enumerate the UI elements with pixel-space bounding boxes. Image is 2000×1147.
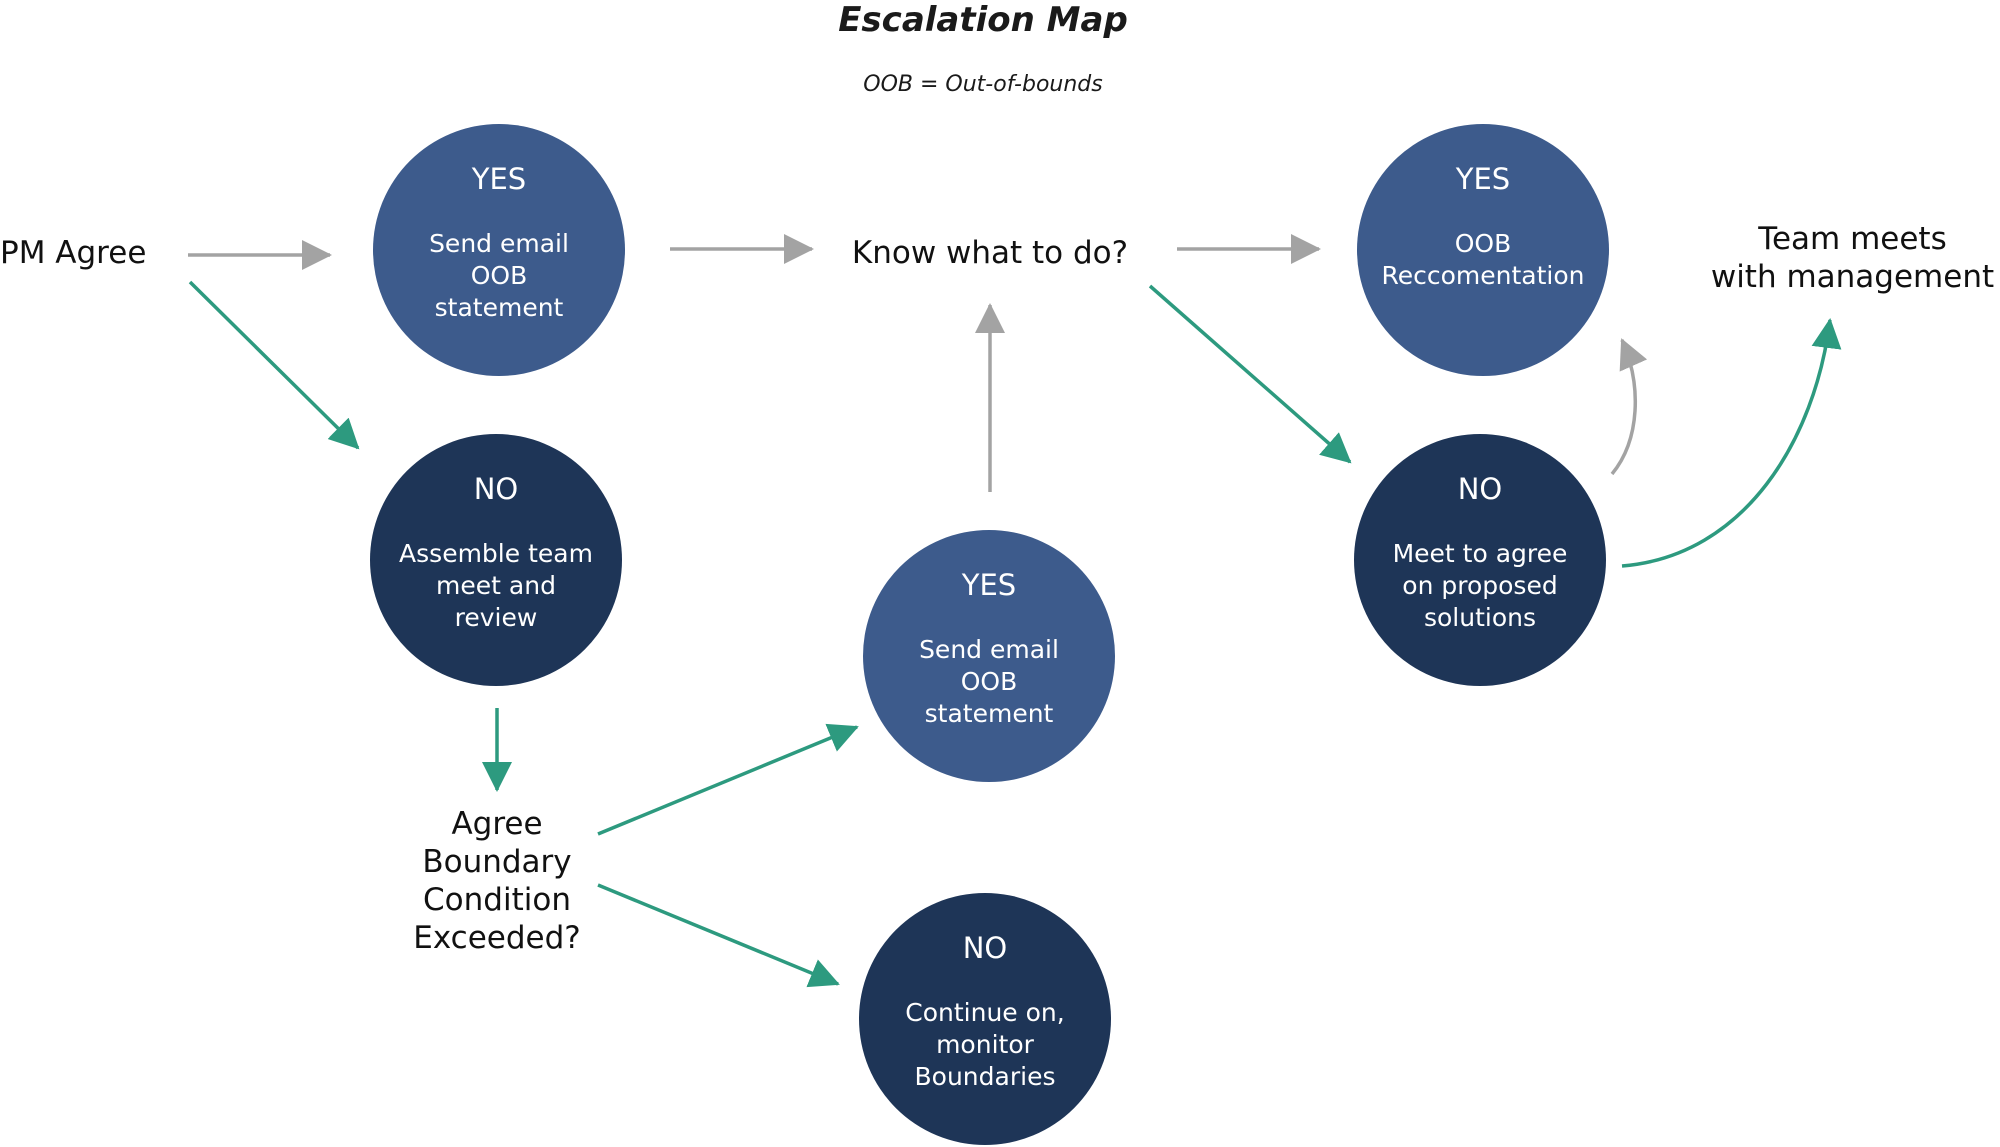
node-head: YES [471, 162, 527, 196]
no-node-meet-to-agree: NO Meet to agree on proposed solutions [1354, 434, 1606, 686]
node-body: Assemble team meet and review [399, 539, 593, 632]
pm-agree-label: PM Agree [0, 235, 147, 271]
arrow-no3-to-team [1621, 318, 1842, 568]
yes-node-oob-recommendation: YES OOB Reccomentation [1357, 124, 1609, 376]
arrow-agree-to-yes2 [597, 723, 859, 836]
arrow-agree-to-no2 [597, 883, 840, 988]
agree-boundary-label: Agree Boundary Condition Exceeded? [413, 806, 581, 956]
node-body: Send email OOB statement [919, 635, 1059, 728]
node-head: NO [962, 931, 1008, 965]
node-head: NO [473, 472, 519, 506]
yes-node-send-email-2: YES Send email OOB statement [863, 530, 1115, 782]
node-body: Continue on, monitor Boundaries [905, 998, 1065, 1091]
yes-node-send-email: YES Send email OOB statement [373, 124, 625, 376]
know-what-label: Know what to do? [851, 235, 1129, 271]
diagram-subtitle: OOB = Out-of-bounds [863, 72, 1103, 97]
node-head: NO [1457, 472, 1503, 506]
node-head: YES [961, 568, 1017, 602]
diagram-title: Escalation Map [838, 0, 1128, 40]
team-meets-label: Team meets with management [1710, 221, 1995, 295]
node-body: Meet to agree on proposed solutions [1392, 539, 1568, 632]
node-body: OOB Reccomentation [1381, 229, 1585, 290]
node-body: Send email OOB statement [429, 229, 569, 322]
no-node-continue-on: NO Continue on, monitor Boundaries [859, 893, 1111, 1145]
node-head: YES [1455, 162, 1511, 196]
arrow-no3-to-yes3 [1610, 338, 1648, 476]
arrow-pm-to-no1 [188, 280, 360, 450]
arrow-know-to-no3 [1148, 284, 1352, 464]
no-node-assemble-team: NO Assemble team meet and review [370, 434, 622, 686]
